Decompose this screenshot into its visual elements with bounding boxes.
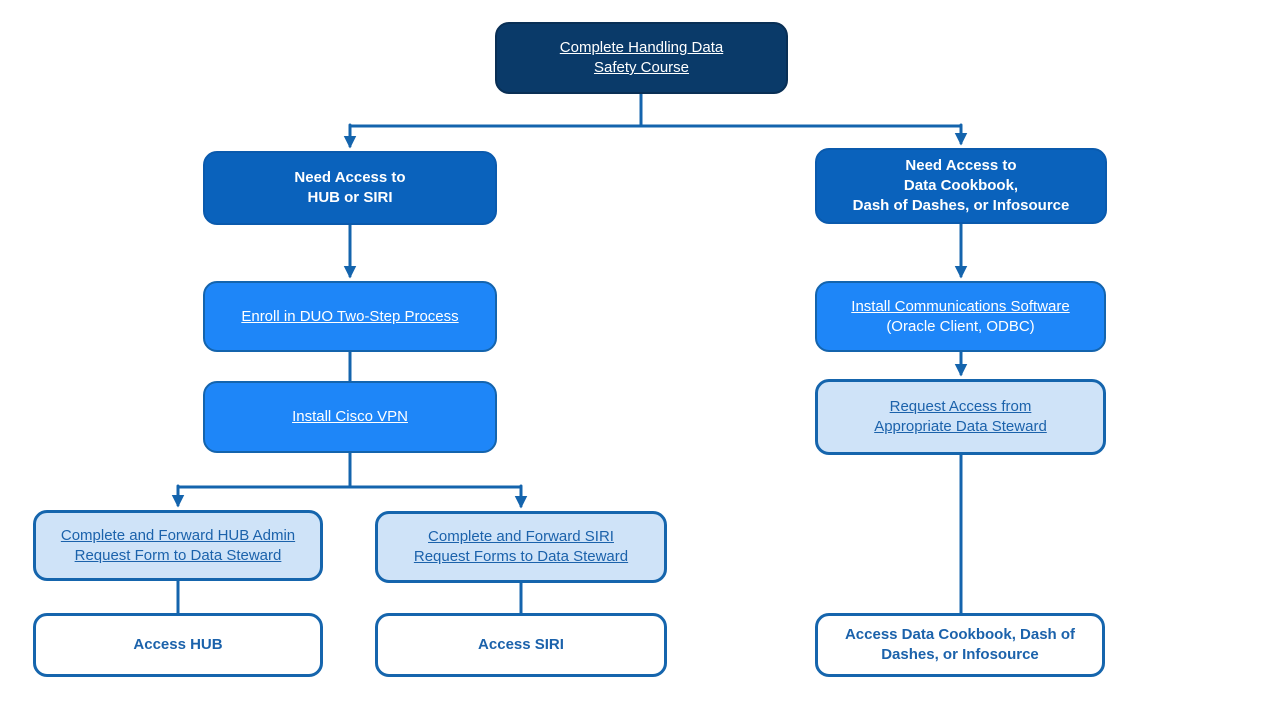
node-hub-admin-request-form-label[interactable]: Complete and Forward HUB Admin Request F…: [60, 526, 296, 564]
node-access-cookbook-label: Access Data Cookbook, Dash of Dashes, or…: [844, 626, 1076, 663]
node-install-communications-software-link[interactable]: Install Communications Software: [851, 297, 1070, 315]
node-siri-request-forms-label[interactable]: Complete and Forward SIRI Request Forms …: [413, 528, 629, 565]
node-complete-safety-course[interactable]: Complete Handling Data Safety Course: [495, 22, 788, 94]
node-need-access-cookbook-label: Need Access to Data Cookbook, Dash of Da…: [852, 157, 1070, 214]
node-access-cookbook: Access Data Cookbook, Dash of Dashes, or…: [815, 613, 1105, 677]
node-access-hub-label: Access HUB: [133, 636, 223, 654]
node-request-access-data-steward-label[interactable]: Request Access from Appropriate Data Ste…: [874, 398, 1047, 435]
node-install-cisco-vpn[interactable]: Install Cisco VPN: [203, 381, 497, 453]
node-access-siri-label: Access SIRI: [478, 636, 564, 654]
node-enroll-duo[interactable]: Enroll in DUO Two-Step Process: [203, 281, 497, 352]
node-hub-admin-request-form[interactable]: Complete and Forward HUB Admin Request F…: [33, 510, 323, 581]
node-complete-safety-course-label[interactable]: Complete Handling Data Safety Course: [559, 39, 724, 76]
node-need-access-cookbook: Need Access to Data Cookbook, Dash of Da…: [815, 148, 1107, 224]
node-access-siri: Access SIRI: [375, 613, 667, 677]
node-siri-request-forms[interactable]: Complete and Forward SIRI Request Forms …: [375, 511, 667, 583]
node-need-access-hub-siri: Need Access to HUB or SIRI: [203, 151, 497, 225]
node-install-cisco-vpn-label[interactable]: Install Cisco VPN: [292, 408, 408, 426]
node-enroll-duo-label[interactable]: Enroll in DUO Two-Step Process: [241, 307, 459, 325]
node-need-access-hub-siri-label: Need Access to HUB or SIRI: [294, 169, 406, 206]
node-install-communications-software-sub: (Oracle Client, ODBC): [886, 317, 1035, 335]
node-access-hub: Access HUB: [33, 613, 323, 677]
node-request-access-data-steward[interactable]: Request Access from Appropriate Data Ste…: [815, 379, 1106, 455]
node-install-communications-software[interactable]: Install Communications Software (Oracle …: [815, 281, 1106, 352]
